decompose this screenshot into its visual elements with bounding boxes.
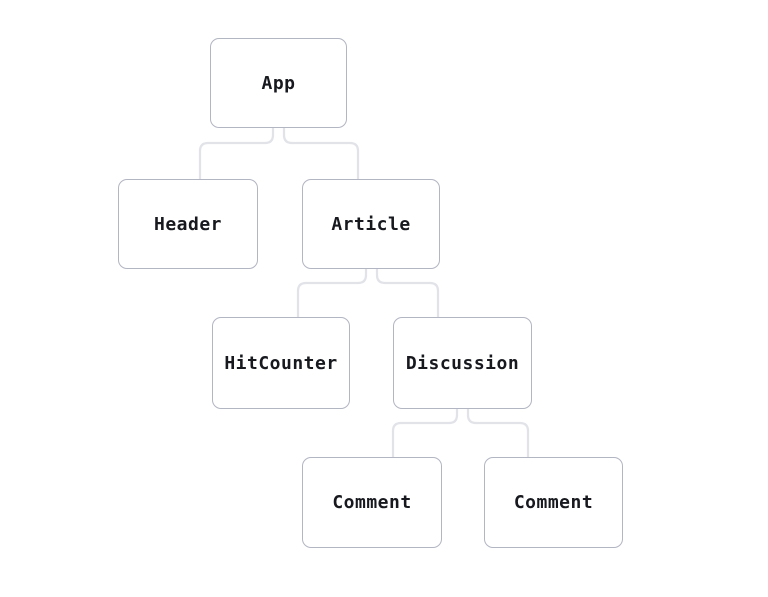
tree-node-comment-2: Comment [484,457,623,548]
tree-node-app-label: App [261,72,296,94]
tree-node-comment-1: Comment [302,457,442,548]
tree-node-article: Article [302,179,440,269]
tree-node-article-label: Article [331,213,411,235]
connector-discussion-comment-1 [391,409,459,457]
tree-node-discussion: Discussion [393,317,532,409]
tree-node-comment-2-label: Comment [513,492,594,513]
tree-node-comment-1-label: Comment [332,492,412,513]
connector-article-hitcounter [296,269,368,317]
connector-app-article [282,128,360,179]
tree-node-app: App [210,38,347,128]
tree-node-header-label: Header [153,213,223,235]
connector-discussion-comment-2 [466,409,530,457]
connector-app-header [198,128,275,179]
tree-node-header: Header [118,179,258,269]
tree-node-discussion-label: Discussion [405,352,520,374]
tree-node-hitcounter: HitCounter [212,317,350,409]
tree-node-hitcounter-label: HitCounter [224,352,338,374]
connector-article-discussion [375,269,440,317]
